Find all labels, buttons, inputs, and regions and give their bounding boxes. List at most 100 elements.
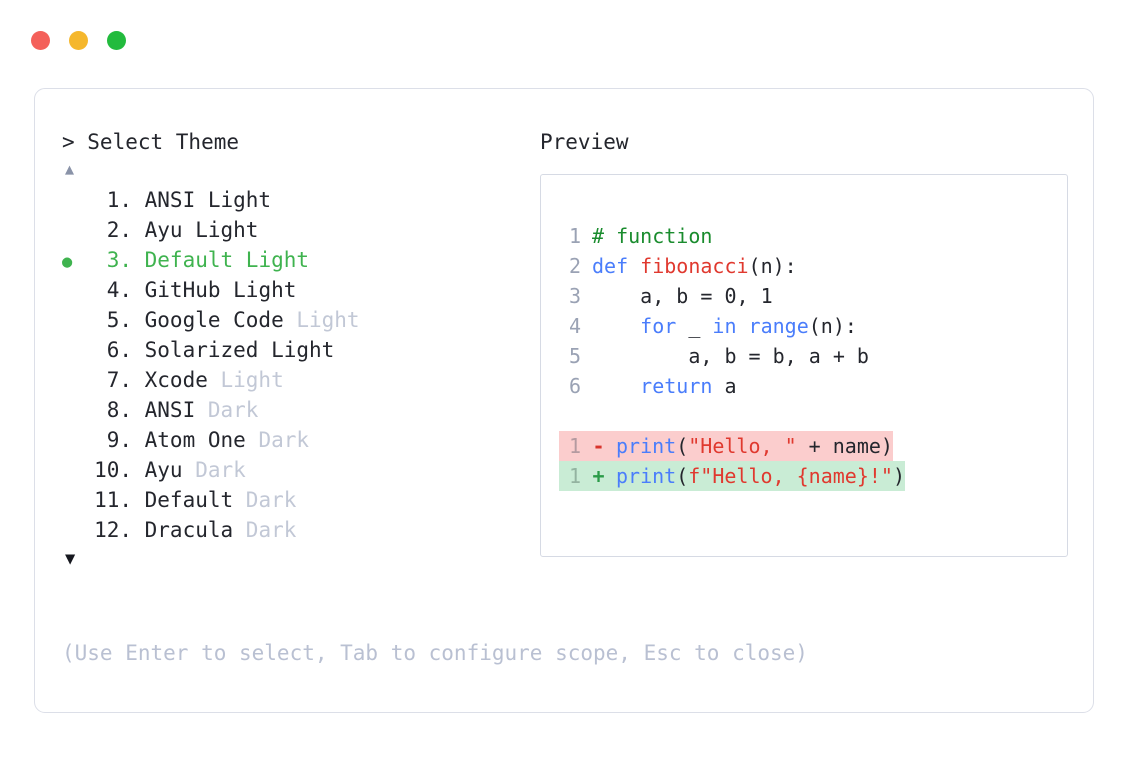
theme-list-item[interactable]: ● 4. GitHub Light (62, 275, 532, 305)
theme-item-name: Ayu (132, 458, 183, 482)
theme-item-name: Solarized (132, 338, 259, 362)
theme-item-variant: Light (182, 218, 259, 242)
theme-list-item[interactable]: ●12. Dracula Dark (62, 515, 532, 545)
line-number: 1 (568, 434, 581, 458)
code-line-text: # function (592, 221, 712, 251)
theme-item-name: Default (132, 488, 234, 512)
theme-item-number: 9. (106, 428, 132, 452)
theme-item-name: Dracula (132, 518, 234, 542)
code-token: fibonacci (640, 254, 749, 278)
theme-item-name: Google Code (132, 308, 284, 332)
theme-item-variant: Light (195, 188, 272, 212)
selection-bullet-icon: ● (62, 337, 88, 367)
code-line: 6 return a (559, 371, 737, 401)
preview-label: Preview (540, 130, 629, 154)
theme-item-number: 7. (106, 368, 132, 392)
theme-list-item[interactable]: ●5. Google Code Light (62, 305, 532, 335)
code-token: a, b = b, a + b (592, 344, 869, 368)
code-line: 3 a, b = 0, 1 (559, 281, 773, 311)
code-line: 5 a, b = b, a + b (559, 341, 869, 371)
theme-item-number: 6. (106, 338, 132, 362)
code-token: + name) (796, 434, 893, 458)
theme-item-variant: Light (207, 368, 284, 392)
theme-item-name: Ayu (132, 218, 183, 242)
code-token: # function (592, 224, 713, 248)
code-token: a (712, 374, 737, 398)
diff-line-added: 1 + print(f"Hello, {name}!") (559, 461, 906, 491)
code-token: def (592, 254, 641, 278)
selection-bullet-icon: ● (62, 187, 88, 217)
code-line: 2 def fibonacci(n): (559, 251, 797, 281)
theme-list-item[interactable]: ● 7. Xcode Light (62, 365, 532, 395)
theme-item-variant: Dark (233, 518, 297, 542)
code-line-text: def fibonacci(n): (592, 251, 797, 281)
theme-item-variant: Light (283, 308, 360, 332)
code-line-text: for _ in range(n): (592, 311, 857, 341)
selection-bullet-icon: ● (62, 427, 88, 457)
theme-item-name: ANSI (132, 188, 196, 212)
code-line-text: a, b = b, a + b (592, 341, 869, 371)
theme-list-item[interactable]: ●6. Solarized Light (62, 335, 532, 365)
selection-bullet-icon: ● (62, 277, 88, 307)
theme-item-variant: Light (220, 278, 297, 302)
line-number: 2 (568, 254, 581, 278)
selection-bullet-icon: ● (62, 457, 88, 487)
theme-list-item[interactable]: ●8. ANSI Dark (62, 395, 532, 425)
theme-item-name: Xcode (132, 368, 208, 392)
theme-list-item[interactable]: ●3. Default Light (62, 245, 532, 275)
theme-item-number: 4. (106, 278, 132, 302)
code-token: print (616, 434, 677, 458)
code-token: ( (676, 434, 689, 458)
code-token (592, 314, 640, 338)
theme-item-number: 10. (94, 458, 132, 482)
code-token: return (640, 374, 713, 398)
selection-bullet-icon: ● (62, 487, 88, 517)
select-theme-prompt: > Select Theme (62, 130, 240, 154)
theme-list-item[interactable]: ●9. Atom One Dark (62, 425, 532, 455)
diff-line-text: print("Hello, " + name) (616, 431, 893, 461)
code-token: (n): (808, 314, 857, 338)
keyboard-hint: (Use Enter to select, Tab to configure s… (62, 641, 808, 665)
scroll-up-icon[interactable]: ▲ (65, 160, 75, 178)
theme-list-item[interactable]: ●1. ANSI Light (62, 185, 532, 215)
code-line-text: return a (592, 371, 737, 401)
theme-item-name: GitHub (132, 278, 221, 302)
code-token: (n): (748, 254, 797, 278)
code-token: print (616, 464, 677, 488)
code-line: 1 # function (559, 221, 712, 251)
code-token: ) (892, 464, 906, 488)
code-line: 4 for _ in range(n): (559, 311, 857, 341)
maximize-button[interactable] (107, 31, 126, 50)
diff-line-text: print(f"Hello, {name}!") (616, 461, 905, 491)
line-number: 6 (568, 374, 581, 398)
scroll-down-icon[interactable]: ▼ (65, 549, 76, 569)
diff-plus-icon: + (592, 464, 605, 488)
code-token: for (640, 314, 677, 338)
theme-item-number: 2. (106, 218, 132, 242)
theme-list-item[interactable]: ●11. Default Dark (62, 485, 532, 515)
line-number: 4 (568, 314, 581, 338)
theme-item-number: 12. (94, 518, 132, 542)
selection-bullet-icon: ● (62, 367, 88, 397)
theme-list-item[interactable]: ●10. Ayu Dark (62, 455, 532, 485)
code-line-text: a, b = 0, 1 (592, 281, 772, 311)
window-titlebar (31, 31, 126, 50)
theme-item-number: 5. (106, 308, 132, 332)
close-button[interactable] (31, 31, 50, 50)
theme-item-name: Atom One (132, 428, 246, 452)
code-token (592, 374, 640, 398)
selection-bullet-icon: ● (62, 397, 88, 427)
selection-bullet-icon: ● (62, 252, 73, 272)
theme-selector-pane: > Select Theme ▲ ●1. ANSI Light●2. Ayu L… (62, 129, 532, 569)
line-number: 1 (568, 464, 581, 488)
line-number: 1 (568, 224, 581, 248)
minimize-button[interactable] (69, 31, 88, 50)
selection-bullet-icon: ● (62, 217, 88, 247)
code-token: ( (676, 464, 689, 488)
theme-item-name: ANSI (132, 398, 196, 422)
code-token: f"Hello, {name}!" (688, 464, 893, 488)
theme-list-item[interactable]: ● 2. Ayu Light (62, 215, 532, 245)
